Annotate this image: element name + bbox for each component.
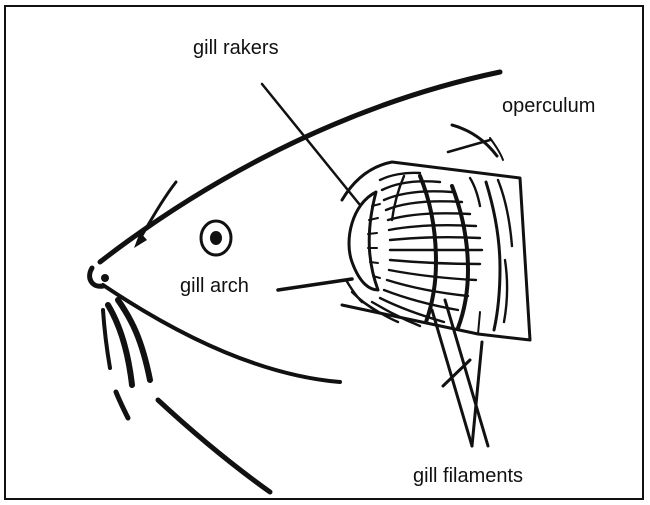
barbel-4 — [116, 392, 128, 418]
gill-rakers-leader — [262, 84, 360, 205]
gill-window — [342, 162, 530, 340]
barbels — [103, 300, 270, 492]
label-gill-filaments: gill filaments — [413, 465, 523, 487]
operculum-leader — [448, 140, 490, 152]
leader-lines — [262, 84, 490, 446]
label-gill-rakers: gill rakers — [193, 37, 279, 59]
frame-border — [5, 6, 643, 499]
gill-arch-leader — [278, 279, 352, 290]
barbel-3 — [103, 310, 110, 368]
gill-window-corner — [478, 312, 480, 334]
label-gill-arch: gill arch — [180, 275, 249, 297]
nostril — [101, 274, 109, 282]
snout-tip — [90, 268, 103, 286]
barbel-5 — [158, 400, 270, 492]
label-operculum: operculum — [502, 95, 595, 117]
fish-eye — [201, 221, 231, 255]
